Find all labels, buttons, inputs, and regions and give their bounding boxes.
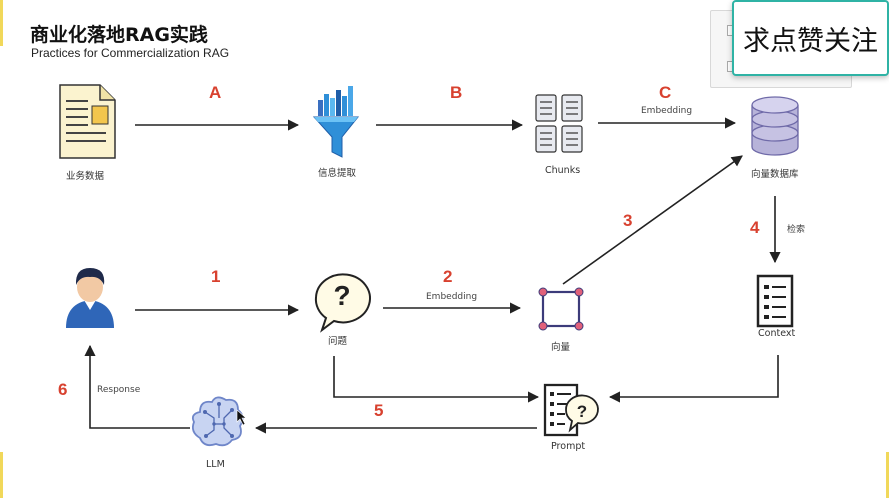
step-6-label: 6	[58, 380, 68, 399]
edges	[84, 117, 781, 434]
corner-mark-bottom-left	[0, 452, 3, 498]
like-follow-banner[interactable]: 求点赞关注	[732, 0, 889, 76]
edge-context-prompt	[608, 355, 779, 403]
step-5-label: 5	[374, 401, 384, 420]
node-vector-db-label: 向量数据库	[751, 169, 799, 180]
page-title: 商业化落地RAG实践	[30, 24, 208, 46]
node-chunks-label: Chunks	[545, 165, 581, 176]
step-3-label: 3	[623, 211, 633, 230]
checklist-icon	[756, 274, 794, 328]
step-1-label: 1	[211, 267, 221, 286]
user-avatar-icon	[58, 268, 118, 332]
page-subtitle: Practices for Commercialization RAG	[31, 46, 230, 60]
question-bubble-icon: ?	[314, 273, 371, 333]
node-question-label: 问题	[328, 336, 348, 347]
edge-4-search-label: 检索	[787, 225, 806, 235]
edge-question-prompt	[333, 356, 540, 403]
step-4-label: 4	[750, 218, 760, 237]
chunks-icon	[535, 94, 583, 153]
node-info-extract-label: 信息提取	[318, 168, 357, 179]
node-business-data-label: 业务数据	[66, 171, 105, 182]
document-icon	[59, 84, 116, 159]
svg-text:?: ?	[577, 402, 587, 421]
prompt-icon: ?	[543, 383, 599, 437]
step-c-label: C	[659, 83, 672, 102]
step-a-label: A	[209, 83, 222, 102]
edge-6	[84, 344, 190, 429]
edge-3	[562, 155, 743, 285]
funnel-icon	[312, 86, 360, 158]
vector-square-icon	[538, 287, 584, 331]
edge-2-embedding-label: Embedding	[426, 292, 478, 302]
edge-6-response-label: Response	[97, 385, 141, 395]
step-b-label: B	[450, 83, 463, 102]
node-prompt-label: Prompt	[551, 441, 586, 452]
brain-icon	[191, 396, 244, 447]
svg-text:?: ?	[333, 280, 350, 311]
corner-mark-top-left	[0, 0, 3, 46]
edge-c-embedding-label: Embedding	[641, 106, 693, 116]
node-vector-label: 向量	[551, 342, 571, 353]
node-llm-label: LLM	[206, 459, 225, 470]
corner-mark-bottom-right	[886, 452, 889, 498]
database-icon	[751, 96, 799, 156]
node-context-label: Context	[758, 328, 796, 339]
mouse-cursor-icon	[236, 409, 247, 426]
step-2-label: 2	[443, 267, 453, 286]
